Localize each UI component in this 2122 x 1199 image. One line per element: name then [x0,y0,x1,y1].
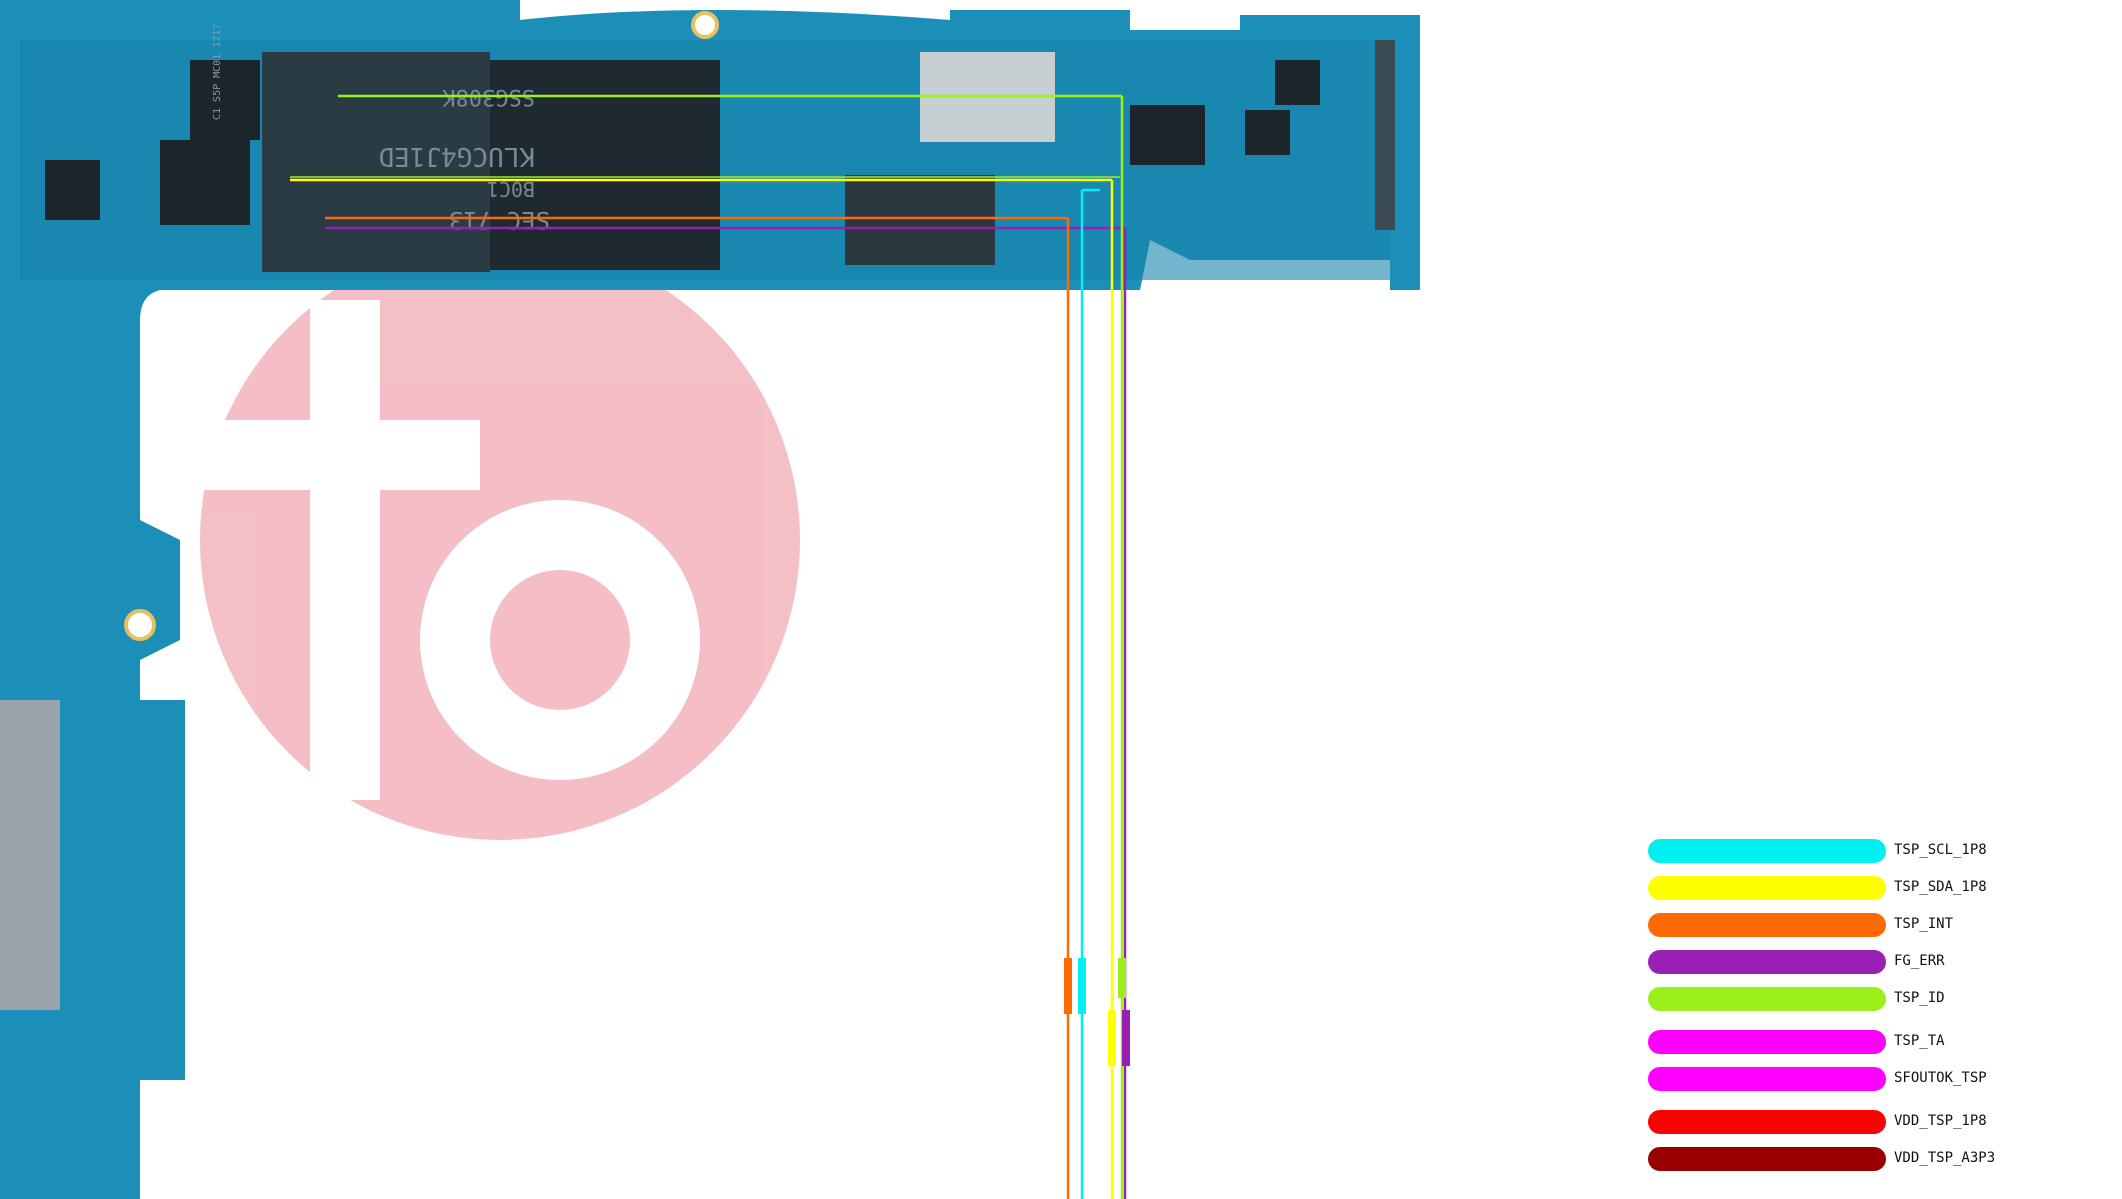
pad-marker-tsp-int [1064,958,1072,1014]
pmic-chip-label: C1 S5P MC01 1717 [212,24,223,120]
board-connector [1375,40,1395,230]
mount-hole-2 [124,609,156,641]
legend-swatch-tsp-scl-1p8 [1648,839,1886,863]
legend-label-tsp-ta: TSP_TA [1894,1033,1945,1049]
small-ic-2 [1245,110,1290,155]
legend-item-tsp-ta: TSP_TA [1648,1027,2068,1057]
legend-item-tsp-id: TSP_ID [1648,984,2068,1014]
legend-label-vdd-tsp-a3p3: VDD_TSP_A3P3 [1894,1150,1996,1166]
legend-swatch-tsp-id [1648,987,1886,1011]
memory-chip-bottom-label: SEC 713 [449,206,550,234]
legend-item-vdd-tsp-a3p3: VDD_TSP_A3P3 [1648,1144,2068,1174]
legend-swatch-tsp-sda-1p8 [1648,876,1886,900]
small-ic-1 [1130,105,1205,165]
legend-item-tsp-sda-1p8: TSP_SDA_1P8 [1648,873,2068,903]
pad-marker-tsp-scl [1078,958,1086,1014]
legend-label-tsp-int: TSP_INT [1894,916,1954,932]
legend-swatch-tsp-ta [1648,1030,1886,1054]
legend-item-vdd-tsp-1p8: VDD_TSP_1P8 [1648,1107,2068,1137]
legend-label-tsp-scl-1p8: TSP_SCL_1P8 [1894,842,1987,858]
legend-label-sfoutok-tsp: SFOUTOK_TSP [1894,1070,1987,1086]
legend-item-tsp-int: TSP_INT [1648,910,2068,940]
memory-chip: SSG308K KLUCG4J1ED B0C1 SEC 713 [262,52,720,272]
legend-label-fg-err: FG_ERR [1894,953,1945,969]
small-ic-3 [1275,60,1320,105]
legend-swatch-vdd-tsp-a3p3 [1648,1147,1886,1171]
memory-chip-mid-label: KLUCG4J1ED [378,141,535,171]
pad-marker-tsp-id [1118,958,1126,998]
legend-swatch-tsp-int [1648,913,1886,937]
logic-chip [845,175,995,265]
legend-item-sfoutok-tsp: SFOUTOK_TSP [1648,1064,2068,1094]
legend-item-tsp-scl-1p8: TSP_SCL_1P8 [1648,836,2068,866]
left-ic [45,160,100,220]
watermark-logo [150,240,800,840]
legend-swatch-fg-err [1648,950,1886,974]
pmic-chip [160,140,250,225]
legend-label-vdd-tsp-1p8: VDD_TSP_1P8 [1894,1113,1987,1129]
legend-swatch-vdd-tsp-1p8 [1648,1110,1886,1134]
legend-swatch-sfoutok-tsp [1648,1067,1886,1091]
usb-port [0,700,60,1010]
pad-marker-fg-err [1122,1010,1130,1066]
pad-marker-tsp-sda [1108,1010,1116,1066]
mount-hole-1 [691,11,719,39]
legend-label-tsp-sda-1p8: TSP_SDA_1P8 [1894,879,1987,895]
legend-label-tsp-id: TSP_ID [1894,990,1945,1006]
legend-item-fg-err: FG_ERR [1648,947,2068,977]
pcb-board-bottom-edge [0,1080,120,1199]
side-chip [190,60,260,140]
